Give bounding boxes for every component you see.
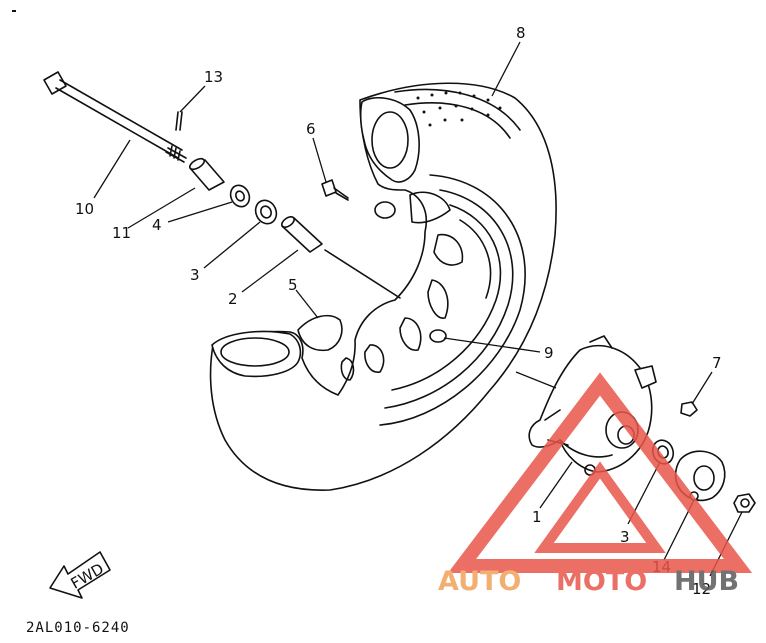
watermark-auto: AUTO	[438, 566, 521, 597]
callout-8: 8	[516, 24, 526, 42]
bearing-part-3-upper	[254, 199, 278, 225]
valve-stem	[429, 329, 447, 343]
forward-direction-arrow: FWD	[49, 551, 111, 599]
callout-11: 11	[112, 224, 131, 242]
nut-part-12	[733, 493, 756, 513]
callout-6: 6	[306, 120, 316, 138]
watermark-logo: AUTO MOTO HUB	[438, 372, 753, 597]
rim-ring-outer	[379, 174, 526, 426]
watermark-moto: MOTO	[556, 566, 647, 597]
collar-part-11	[188, 157, 225, 191]
callout-12: 12	[692, 580, 711, 598]
callout-13: 13	[204, 68, 223, 86]
callout-9: 9	[544, 344, 554, 362]
callout-5: 5	[288, 276, 298, 294]
callout-7: 7	[712, 354, 722, 372]
callout-3-upper: 3	[190, 266, 200, 284]
cotter-pin-part-13	[175, 111, 183, 131]
tread-pattern	[416, 91, 502, 127]
callout-1: 1	[532, 508, 542, 526]
callout-10: 10	[75, 200, 94, 218]
brake-disc-flange	[297, 314, 343, 352]
oil-seal-part-4	[229, 184, 251, 208]
tread-band	[394, 88, 521, 131]
spacer-part-2	[281, 216, 401, 299]
watermark-triangle-icon	[447, 372, 753, 573]
nut-part-7	[680, 401, 698, 417]
tire-section-bottom	[211, 330, 302, 378]
axle-part-10	[43, 71, 187, 163]
tire-section-top	[359, 96, 420, 183]
callout-2: 2	[228, 290, 238, 308]
diagram-reference-code: 2AL010-6240	[26, 620, 130, 636]
callout-4: 4	[152, 216, 162, 234]
wheel-assembly	[209, 82, 557, 491]
rim-spoke-openings	[340, 191, 464, 381]
callout-3-lower: 3	[620, 528, 630, 546]
hub-gear-unit-part-1	[528, 335, 657, 476]
watermark-hub: HUB	[674, 566, 739, 597]
hub-bore-top	[374, 201, 396, 219]
bolt-part-6	[321, 179, 349, 201]
scan-mark	[12, 10, 16, 12]
